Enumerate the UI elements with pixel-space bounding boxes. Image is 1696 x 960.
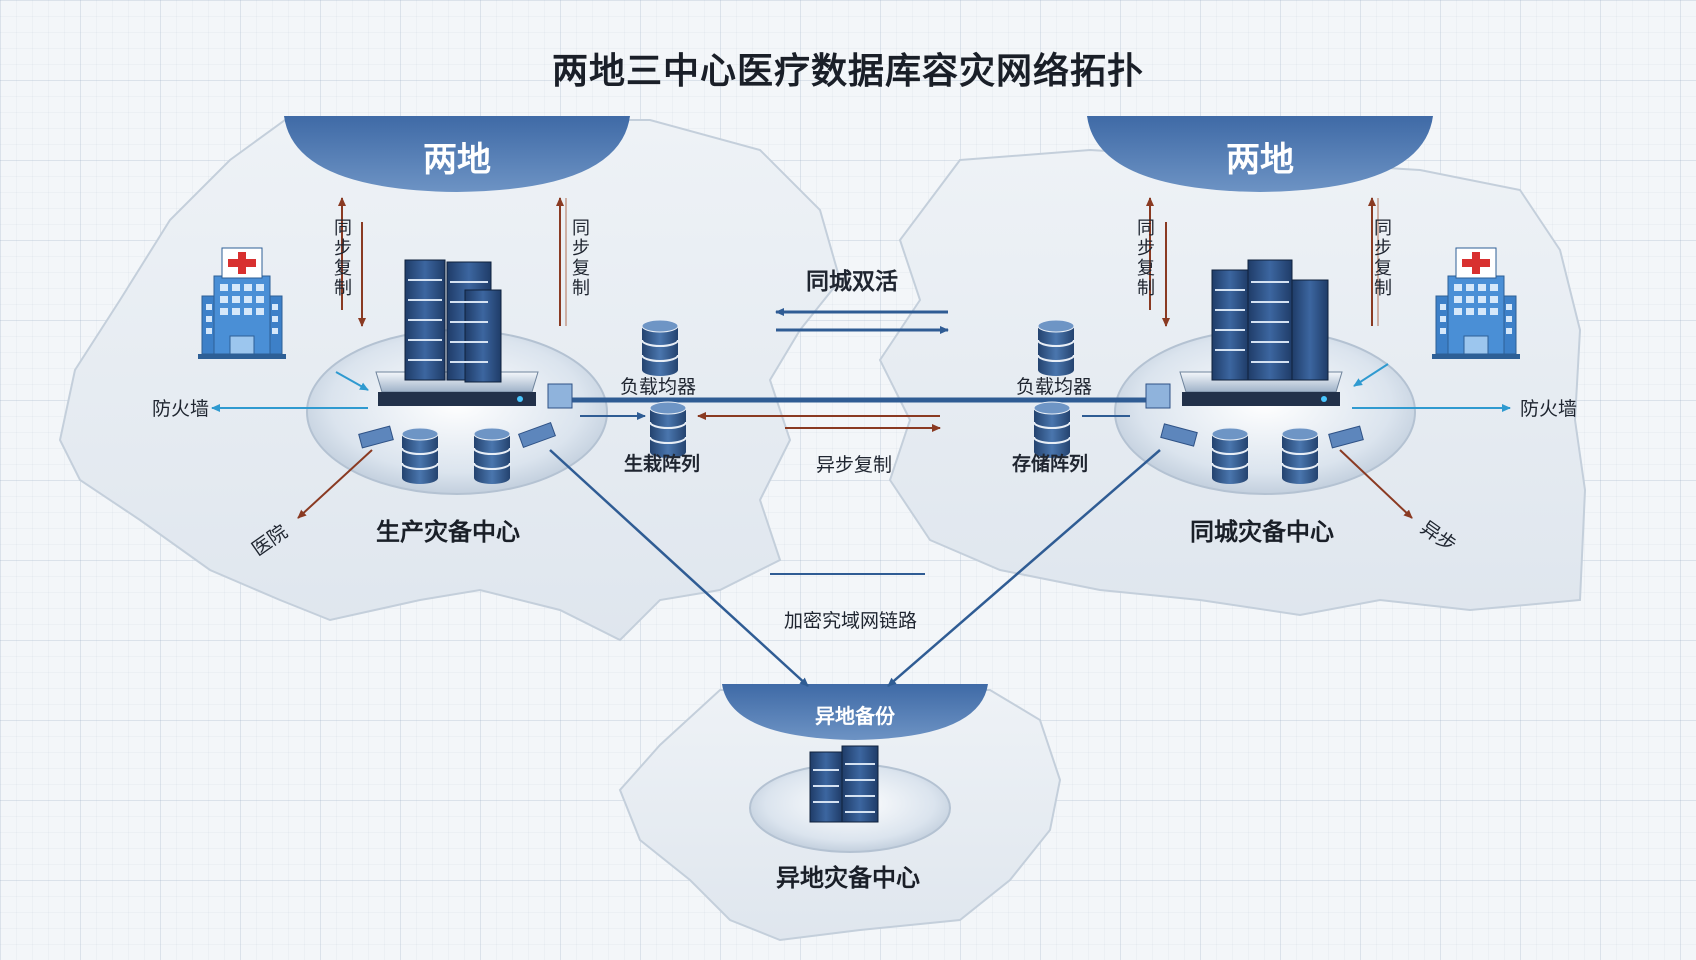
arrow-firewall-right-in xyxy=(1353,363,1389,387)
label-async-replication: 异步复制 xyxy=(816,454,893,476)
label-sync-left-a: 同步复制 xyxy=(331,218,352,298)
label-active-active: 同城双活 xyxy=(806,269,898,295)
server-remote xyxy=(809,745,879,823)
label-sync-left-b: 同步复制 xyxy=(569,218,590,298)
page-title: 两地三中心医疗数据库容灾网络拓扑 xyxy=(551,51,1144,92)
label-storage-left: 生栽阵列 xyxy=(624,453,701,475)
arrow-firewall-left-in xyxy=(335,371,369,391)
load-balancer-icon-left xyxy=(641,319,679,377)
label-firewall-right: 防火墙 xyxy=(1520,398,1578,420)
label-sync-right-a: 同步复制 xyxy=(1134,218,1155,298)
arrow-hospital xyxy=(297,449,373,519)
banner-bottom-shape xyxy=(722,684,988,740)
banner-bottom: 异地备份 xyxy=(815,704,895,728)
label-encrypted-wan: 加密究域网链路 xyxy=(784,610,918,632)
link-samecity-to-remote xyxy=(887,449,1161,687)
banner-right: 两地 xyxy=(1226,140,1294,180)
label-load-balancer-left: 负载均器 xyxy=(620,376,697,398)
label-load-balancer-right: 负载均器 xyxy=(1016,376,1093,398)
label-sync-right-b: 同步复制 xyxy=(1371,218,1392,298)
db-icon xyxy=(401,427,439,485)
center-same-city: 同城灾备中心 xyxy=(1190,518,1334,546)
link-prod-to-remote xyxy=(549,449,809,687)
banner-left: 两地 xyxy=(423,140,491,180)
server-cluster-right xyxy=(1145,259,1364,485)
center-production: 生产灾备中心 xyxy=(376,518,520,546)
banner-right-shape xyxy=(1087,116,1433,192)
load-balancer-icon-right xyxy=(1037,319,1075,377)
arrow-async-right-out xyxy=(1339,449,1413,519)
center-remote: 异地灾备中心 xyxy=(776,864,920,892)
banner-left-shape xyxy=(284,116,630,192)
label-firewall-left: 防火墙 xyxy=(152,398,210,420)
server-cluster-left xyxy=(358,259,573,485)
label-storage-right: 存储阵列 xyxy=(1012,453,1089,475)
